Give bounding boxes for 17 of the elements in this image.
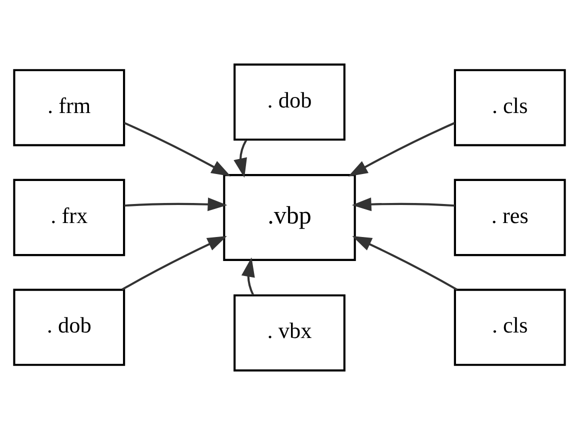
- node-box: . frx: [13, 178, 126, 256]
- arrow: [241, 257, 255, 296]
- arrow: [124, 198, 228, 212]
- node-box: .vbp: [223, 174, 356, 261]
- node-box: . dob: [13, 288, 126, 366]
- node-box: . dob: [234, 64, 346, 141]
- node-box: . frm: [13, 69, 126, 146]
- node-box: . cls: [454, 69, 566, 146]
- node-box: . cls: [454, 288, 566, 366]
- arrow: [352, 198, 455, 212]
- arrow: [122, 236, 227, 290]
- arrow: [352, 236, 458, 291]
- arrow: [124, 122, 231, 176]
- arrow: [348, 122, 456, 176]
- node-box: . res: [454, 178, 566, 256]
- node-box: . vbx: [234, 294, 346, 372]
- arrow: [234, 140, 248, 178]
